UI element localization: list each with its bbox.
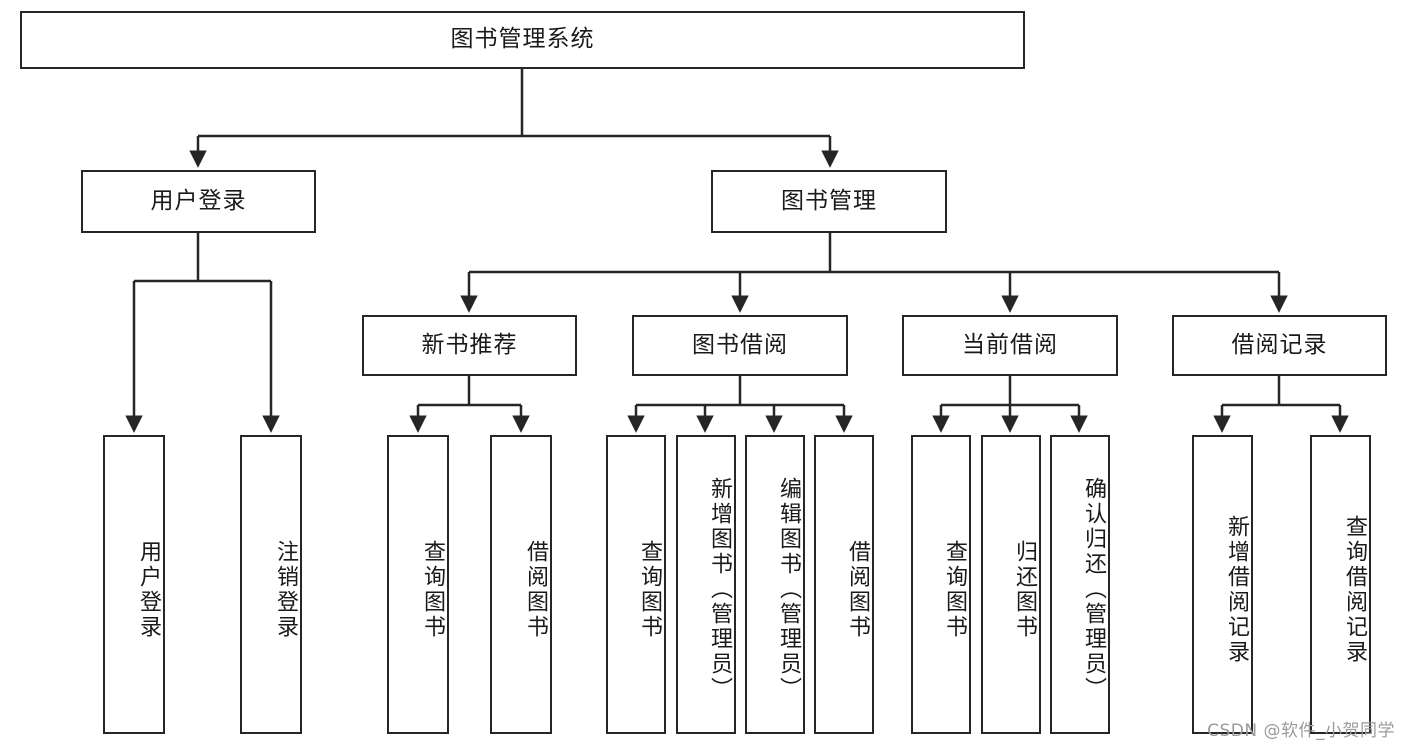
leaf-borrow-record-add-record[interactable]: 新增借阅记录	[1192, 435, 1253, 734]
leaf-label: 查询借阅记录	[1342, 514, 1367, 665]
leaf-current-borrow-confirm-return-admin[interactable]: 确认归还（管理员）	[1050, 435, 1110, 734]
node-new-book-recommend[interactable]: 新书推荐	[362, 315, 577, 376]
leaf-label: 编辑图书（管理员）	[776, 477, 801, 702]
node-user-login[interactable]: 用户登录	[81, 170, 316, 233]
leaf-user-login-login[interactable]: 用户登录	[103, 435, 165, 734]
node-book-borrow[interactable]: 图书借阅	[632, 315, 848, 376]
leaf-label: 查询图书	[942, 539, 967, 640]
leaf-label: 确认归还（管理员）	[1081, 477, 1106, 702]
leaf-label: 借阅图书	[845, 539, 870, 640]
leaf-new-book-query-book[interactable]: 查询图书	[387, 435, 449, 734]
leaf-label: 新增图书（管理员）	[707, 477, 732, 702]
leaf-book-borrow-borrow-book[interactable]: 借阅图书	[814, 435, 874, 734]
leaf-book-borrow-query-book[interactable]: 查询图书	[606, 435, 666, 734]
leaf-label: 查询图书	[420, 539, 445, 640]
leaf-current-borrow-return-book[interactable]: 归还图书	[981, 435, 1041, 734]
node-root-system[interactable]: 图书管理系统	[20, 11, 1025, 69]
leaf-new-book-borrow-book[interactable]: 借阅图书	[490, 435, 552, 734]
leaf-book-borrow-add-book-admin[interactable]: 新增图书（管理员）	[676, 435, 736, 734]
node-book-management[interactable]: 图书管理	[711, 170, 947, 233]
leaf-book-borrow-edit-book-admin[interactable]: 编辑图书（管理员）	[745, 435, 805, 734]
leaf-label: 归还图书	[1012, 539, 1037, 640]
leaf-current-borrow-query-book[interactable]: 查询图书	[911, 435, 971, 734]
leaf-label: 用户登录	[136, 539, 161, 640]
leaf-borrow-record-query-record[interactable]: 查询借阅记录	[1310, 435, 1371, 734]
leaf-user-login-logout[interactable]: 注销登录	[240, 435, 302, 734]
leaf-label: 注销登录	[273, 539, 298, 640]
node-borrow-record[interactable]: 借阅记录	[1172, 315, 1387, 376]
leaf-label: 查询图书	[637, 539, 662, 640]
csdn-watermark: CSDN @软件_小贺同学	[1207, 721, 1395, 741]
leaf-label: 借阅图书	[523, 539, 548, 640]
node-current-borrow[interactable]: 当前借阅	[902, 315, 1118, 376]
leaf-label: 新增借阅记录	[1224, 514, 1249, 665]
